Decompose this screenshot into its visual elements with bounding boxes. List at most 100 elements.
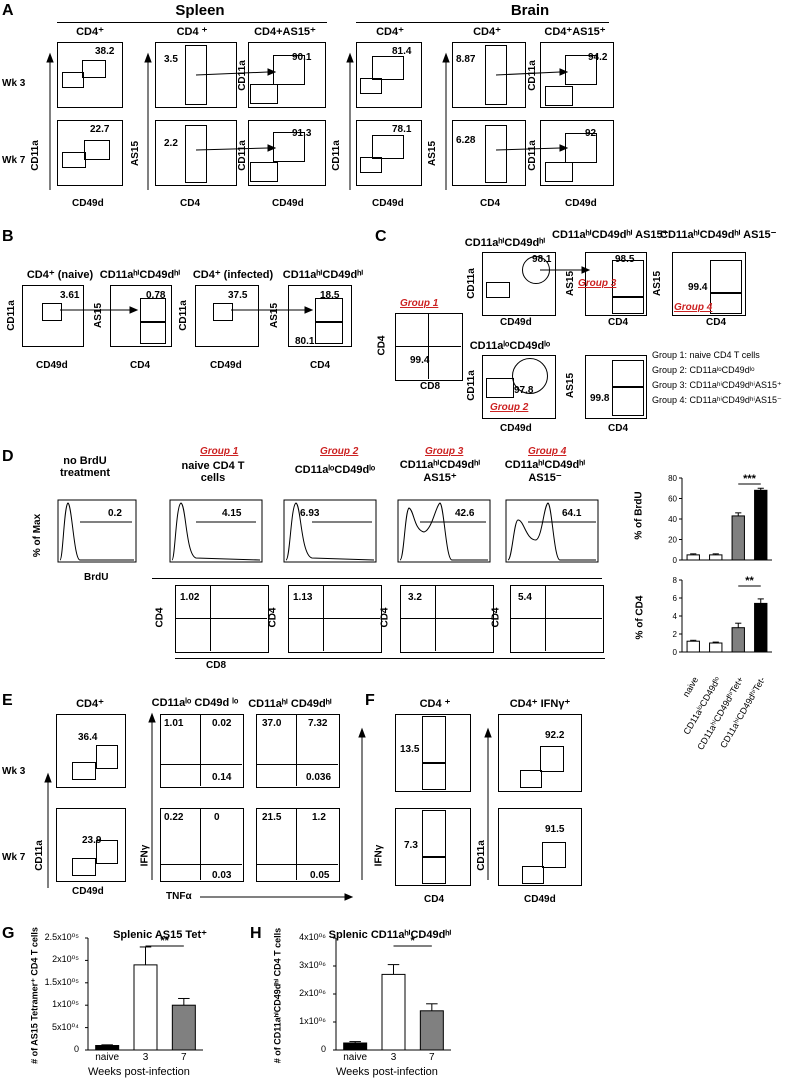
a-val: 78.1: [392, 124, 412, 135]
c-xlabel: CD4: [608, 423, 629, 434]
a-brain-wk7-cd11a-plot: [540, 120, 614, 186]
a-val: 8.87: [456, 54, 476, 65]
c-xlabel: CD49d: [500, 423, 532, 434]
d-title-2: CD11aˡᵒCD49dˡᵒ: [294, 464, 376, 476]
bar-1: [133, 964, 158, 1051]
c-val: 98.5: [615, 254, 635, 265]
b-val: 0.78: [146, 290, 166, 301]
g-ytick-label-3: 1.5x10⁰⁵: [44, 976, 79, 987]
g-xtick-label-0: naive: [95, 1052, 120, 1063]
d-quad: [175, 618, 267, 619]
a-gate-rect: [360, 78, 382, 94]
c-title-4: CD11aˡᵒCD49dˡᵒ: [469, 340, 551, 352]
e-gate: [72, 858, 96, 876]
e-gate: [96, 745, 118, 769]
bar-2: [171, 1004, 196, 1051]
a-brain-wk3-cd11a-plot: [540, 42, 614, 108]
c-title-2: CD11aʰⁱCD49dʰⁱ AS15⁺: [552, 229, 669, 241]
panel-label-d: D: [2, 448, 14, 465]
d-dot-plot-4: [510, 585, 604, 653]
d-group-2: Group 2: [320, 446, 359, 457]
a-brain-wk3-as15-plot: [452, 42, 526, 108]
f-val: 92.2: [545, 730, 565, 741]
e-val: 0: [214, 812, 220, 823]
c-val: 97.8: [514, 385, 534, 396]
e-val: 1.2: [312, 812, 326, 823]
y-tick-label-2: 40: [668, 515, 677, 524]
a-gate-rect: [62, 72, 84, 88]
e-quad: [200, 808, 201, 880]
c-xlabel: CD49d: [500, 317, 532, 328]
y-tick-label-2: 4: [673, 612, 678, 621]
e-val: 0.22: [164, 812, 184, 823]
d-dot-plot-3: [400, 585, 494, 653]
brain-rule: [356, 22, 609, 23]
e-quad: [160, 764, 242, 765]
a-gate-rect: [273, 55, 305, 85]
b-plot-infected: [195, 285, 259, 347]
a-val: 94.2: [588, 52, 608, 63]
e-cd4-wk7-plot: [56, 808, 126, 882]
a-spleen-wk7-cd11a-plot: [248, 120, 326, 186]
a-spleen-wk3-gate-plot: [57, 42, 123, 108]
spleen-rule: [57, 22, 327, 23]
g-xtick-label-1: 3: [142, 1052, 149, 1063]
b-title-1: CD4⁺ (naive): [26, 269, 94, 281]
c-group4-label: Group 4: [674, 302, 713, 313]
b-gate-rect: [42, 303, 62, 321]
d-divider: [152, 578, 602, 579]
b-val: 18.5: [320, 290, 340, 301]
c-gate: [612, 260, 644, 298]
bar-2: [419, 1010, 444, 1051]
c-group1-label: Group 1: [400, 298, 439, 309]
e-title-3: CD11aʰⁱ CD49dʰⁱ: [248, 698, 332, 710]
b-title-4: CD11aʰⁱCD49dʰⁱ: [282, 269, 364, 281]
e-row-wk3: Wk 3: [2, 766, 26, 777]
b-xlabel: CD49d: [36, 360, 68, 371]
e-gate-val: 23.9: [82, 835, 102, 846]
c-val: 98.1: [532, 254, 552, 265]
d-title-0: no BrdU treatment: [59, 455, 111, 479]
g-ytick-label-1: 5x10⁰⁴: [52, 1021, 79, 1032]
e-title-1: CD4⁺: [76, 698, 104, 710]
h-ytick-label-3: 3x10⁰⁶: [299, 960, 326, 970]
e-quad: [200, 714, 201, 786]
y-tick-label-3: 6: [673, 594, 678, 603]
a-arrows: [46, 52, 569, 190]
a-brain-wk3-gate-plot: [356, 42, 422, 108]
d-hist-val: 0.2: [108, 508, 122, 519]
a-gate-rect: [185, 125, 207, 183]
f-ifng-wk7-plot: [395, 808, 471, 886]
a-gate-rect: [62, 152, 86, 168]
panel-label-f: F: [365, 692, 375, 709]
c-xlabel: CD4: [608, 317, 629, 328]
panel-label-a: A: [2, 2, 14, 19]
a-gate-rect: [545, 86, 573, 106]
g-bar-chart: **: [85, 935, 203, 1051]
significance-label: **: [745, 575, 754, 587]
e-gate: [72, 762, 96, 780]
g-xlabel: Weeks post-infection: [88, 1066, 190, 1078]
f-val: 7.3: [404, 840, 418, 851]
e-ylabel-ifng: IFNγ: [139, 844, 151, 867]
e-val: 0.03: [212, 870, 232, 881]
a-gate-rect: [360, 157, 382, 173]
e-val: 7.32: [308, 718, 328, 729]
a-spleen-wk7-gate-plot: [57, 120, 123, 186]
bar-1: [381, 973, 406, 1051]
y-tick-label-4: 8: [673, 576, 678, 585]
c-gate: [612, 360, 644, 388]
h-ytick-label-2: 2x10⁰⁶: [299, 988, 326, 998]
c-legend-2: Group 2: CD11aˡᵒCD49dˡᵒ: [652, 365, 755, 375]
f-gate: [422, 856, 446, 884]
f-gate: [542, 842, 566, 868]
e-hi-wk3-plot: [256, 714, 340, 788]
c-hi-rect: [486, 282, 510, 298]
a-xlabel-cd49d: CD49d: [565, 198, 597, 209]
a-xlabel-cd49d: CD49d: [372, 198, 404, 209]
f-cd11a-wk7-plot: [498, 808, 582, 886]
c-xlabel: CD4: [706, 317, 727, 328]
e-quad: [256, 864, 338, 865]
